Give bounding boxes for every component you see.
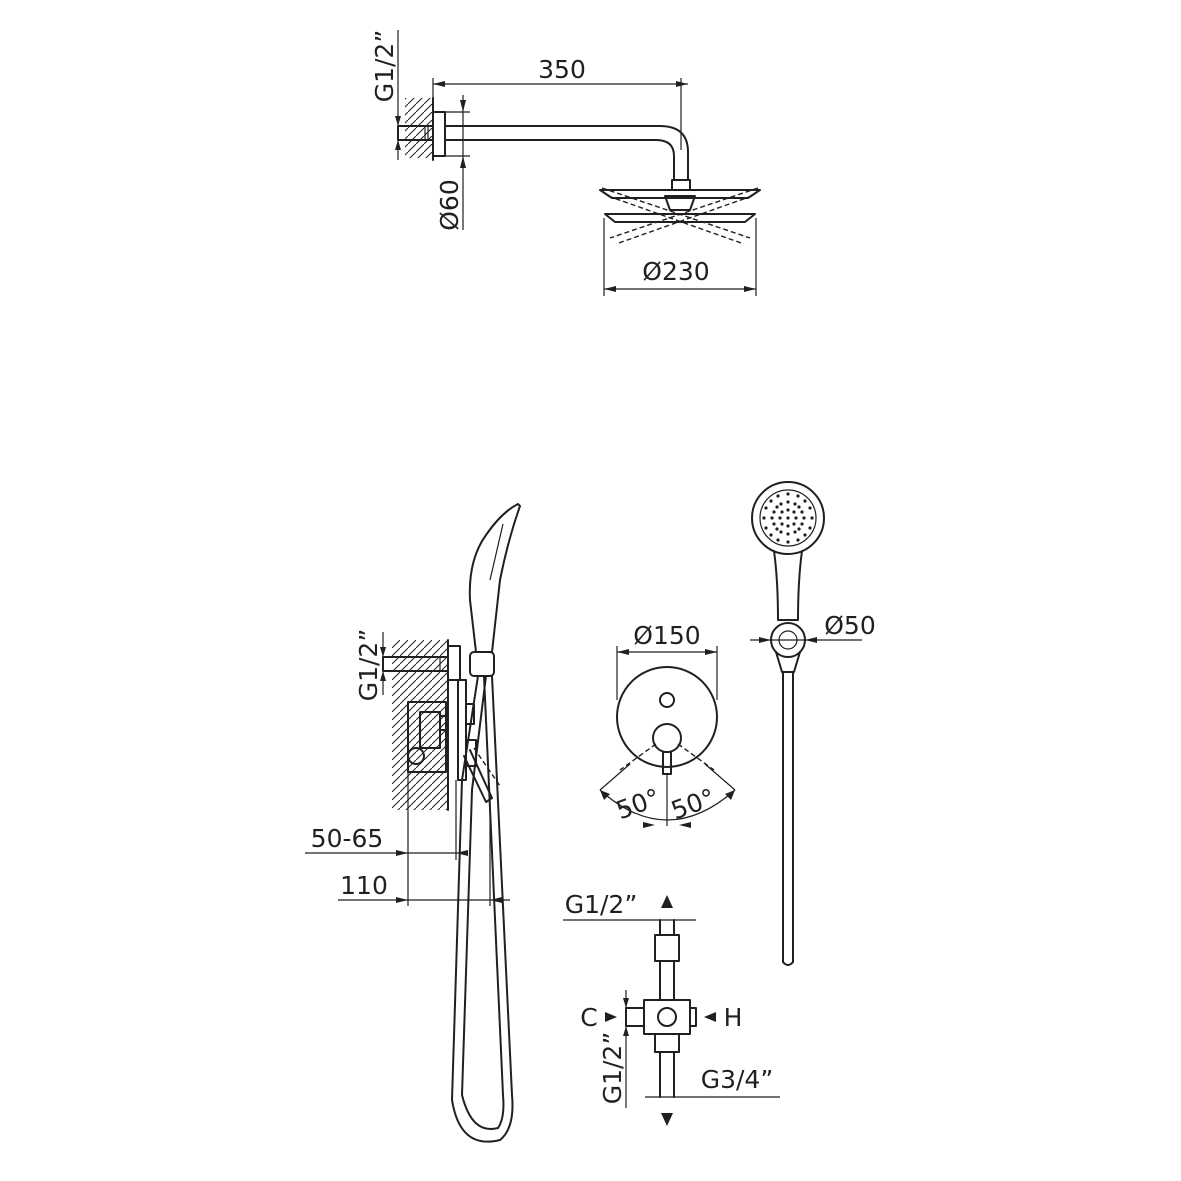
handle-base xyxy=(652,723,682,753)
handshower-front-view: Ø50 xyxy=(750,481,876,966)
wall-outlet-holder xyxy=(469,651,495,677)
spray-nozzles xyxy=(762,492,814,544)
cover-plate-front-view: 50° 50° Ø150 xyxy=(599,621,736,828)
plate-diameter-label: Ø150 xyxy=(633,621,700,650)
wall-thread-side-label: G1/2” xyxy=(354,629,383,702)
handle-lever[interactable] xyxy=(662,751,672,775)
wall-thread-top-label: G1/2” xyxy=(370,30,399,103)
valve-body xyxy=(643,999,691,1035)
flange-diameter-label: Ø60 xyxy=(435,179,464,231)
rain-shower-head xyxy=(599,187,761,245)
outlet-top-arrow xyxy=(661,895,673,908)
arm-length-label: 350 xyxy=(538,55,586,84)
handshower-diameter-label: Ø50 xyxy=(824,611,876,640)
inlet-thread-label: G3/4” xyxy=(701,1065,774,1094)
head-diameter-label: Ø230 xyxy=(642,257,709,286)
overhead-shower-view: 350 G1/2” Ø60 Ø230 xyxy=(370,30,761,296)
wall-hatch-top xyxy=(405,98,433,158)
outlet-bottom-arrow xyxy=(661,1113,673,1126)
handshower-side xyxy=(468,503,521,653)
handshower-face xyxy=(751,481,825,555)
outlet-top-thread-label: G1/2” xyxy=(565,890,638,919)
cold-inlet-arrow xyxy=(605,1012,617,1022)
hot-inlet-label: H xyxy=(724,1003,743,1032)
side-view: 50-65 110 G1/2” xyxy=(305,503,521,1143)
handshower-handle xyxy=(773,550,803,621)
depth-range-label: 50-65 xyxy=(311,824,384,853)
hot-inlet-arrow xyxy=(704,1012,716,1022)
shower-hose xyxy=(451,675,514,1143)
diverter-button[interactable] xyxy=(659,692,675,708)
shower-arm xyxy=(444,125,689,181)
depth-total-label: 110 xyxy=(340,871,388,900)
cover-plate xyxy=(616,666,718,768)
cold-inlet-label: C xyxy=(580,1003,597,1032)
valve-connection-schematic: G1/2” C H G3/4” G1/2” xyxy=(563,890,780,1126)
outlet-bottom-thread-label: G1/2” xyxy=(598,1032,627,1105)
angle-right-label: 50° xyxy=(667,783,719,825)
wall-flange xyxy=(432,111,446,157)
